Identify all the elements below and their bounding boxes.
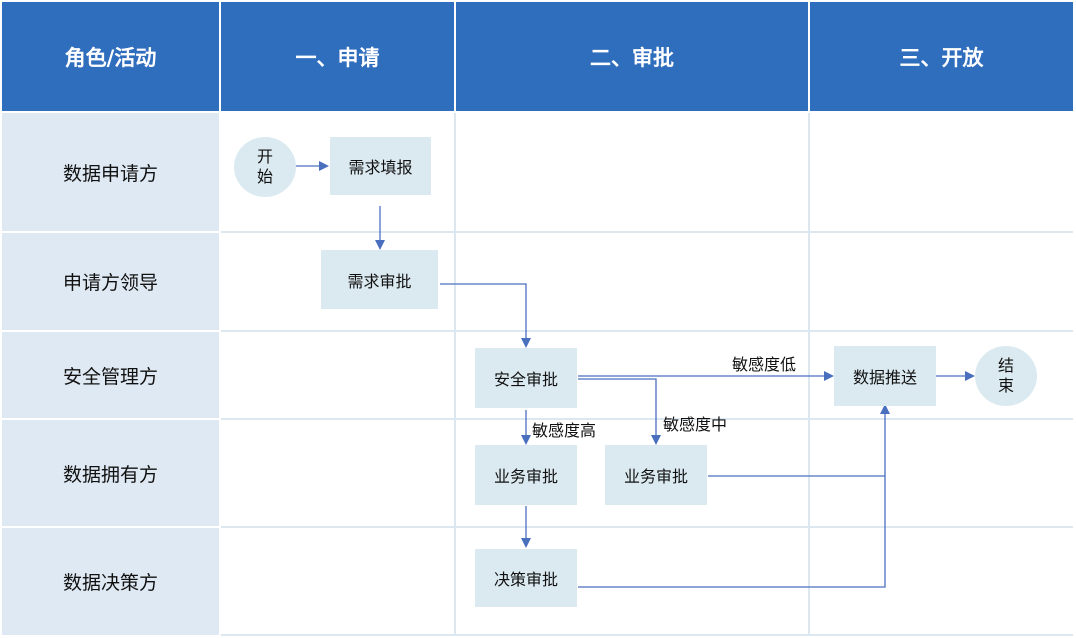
node-business-approve-high: 业务审批 (475, 445, 577, 505)
node-data-push: 数据推送 (834, 346, 936, 406)
header-phase-approve: 二、审批 (456, 2, 808, 111)
header-phase-apply: 一、申请 (221, 2, 454, 111)
role-data-requester: 数据申请方 (2, 113, 219, 231)
header-phase-open: 三、开放 (810, 2, 1073, 111)
lane-divider (221, 330, 1073, 332)
lane-divider (221, 231, 1073, 233)
lane-divider (221, 526, 1073, 528)
lane-divider (221, 418, 1073, 420)
header-role-activity: 角色/活动 (2, 2, 219, 111)
phase-divider (454, 113, 456, 635)
role-data-owner: 数据拥有方 (2, 420, 219, 526)
edge-label-sensitivity-mid: 敏感度中 (663, 415, 728, 434)
start-node: 开始 (234, 137, 296, 197)
phase-divider (808, 113, 810, 635)
node-demand-fill: 需求填报 (330, 137, 431, 195)
role-requester-leader: 申请方领导 (2, 233, 219, 330)
end-node: 结束 (975, 346, 1037, 406)
role-security-manager: 安全管理方 (2, 332, 219, 418)
edge-label-sensitivity-high: 敏感度高 (532, 421, 597, 440)
node-business-approve-mid: 业务审批 (605, 445, 707, 505)
node-decision-approve: 决策审批 (475, 549, 577, 607)
node-demand-approve: 需求审批 (321, 250, 438, 309)
role-data-decider: 数据决策方 (2, 528, 219, 635)
node-security-approve: 安全审批 (475, 348, 577, 408)
edge-label-sensitivity-low: 敏感度低 (732, 355, 797, 374)
lane-divider (221, 634, 1073, 636)
